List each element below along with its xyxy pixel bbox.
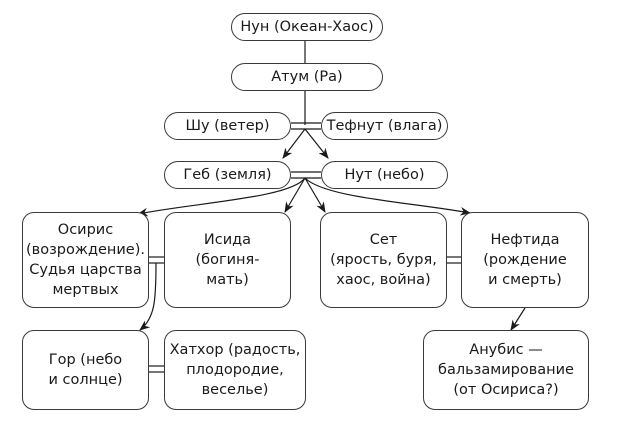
edge-shu-tefnut-nut xyxy=(304,128,329,159)
node-isis: Исида (богиня- мать) xyxy=(164,212,291,308)
marriage-set-nephthys xyxy=(446,256,462,264)
marriage-horus-hathor xyxy=(148,365,164,373)
node-shu: Шу (ветер) xyxy=(164,112,291,140)
node-horus: Гор (небо и солнце) xyxy=(22,330,149,410)
marriage-geb-nut xyxy=(291,171,321,179)
node-nut: Нут (небо) xyxy=(321,161,448,189)
node-set: Сет (ярость, буря, хаос, война) xyxy=(320,212,447,308)
edge-osiris-isis-horus xyxy=(139,262,157,331)
node-hathor: Хатхор (радость, плодородие, веселье) xyxy=(164,330,306,410)
node-geb: Геб (земля) xyxy=(164,161,291,189)
node-anubis: Анубис — бальзамирование (от Осириса?) xyxy=(423,330,589,410)
edge-nephthys-anubis xyxy=(510,307,526,331)
node-atum: Атум (Ра) xyxy=(231,63,383,91)
edge-geb-nut-osiris xyxy=(136,177,306,217)
node-nephthys: Нефтида (рождение и смерть) xyxy=(461,212,589,308)
marriage-shu-tefnut xyxy=(291,122,321,130)
edge-geb-nut-nephthys xyxy=(304,177,472,216)
edge-geb-nut-isis xyxy=(284,177,306,213)
marriage-osiris-isis xyxy=(148,256,164,264)
edge-geb-nut-set xyxy=(304,177,326,213)
edge-shu-tefnut-geb xyxy=(282,128,306,159)
node-osiris: Осирис (возрождение). Судья царства мерт… xyxy=(22,212,149,308)
node-tefnut: Тефнут (влага) xyxy=(321,112,448,140)
node-nun: Нун (Океан-Хаос) xyxy=(231,13,383,41)
